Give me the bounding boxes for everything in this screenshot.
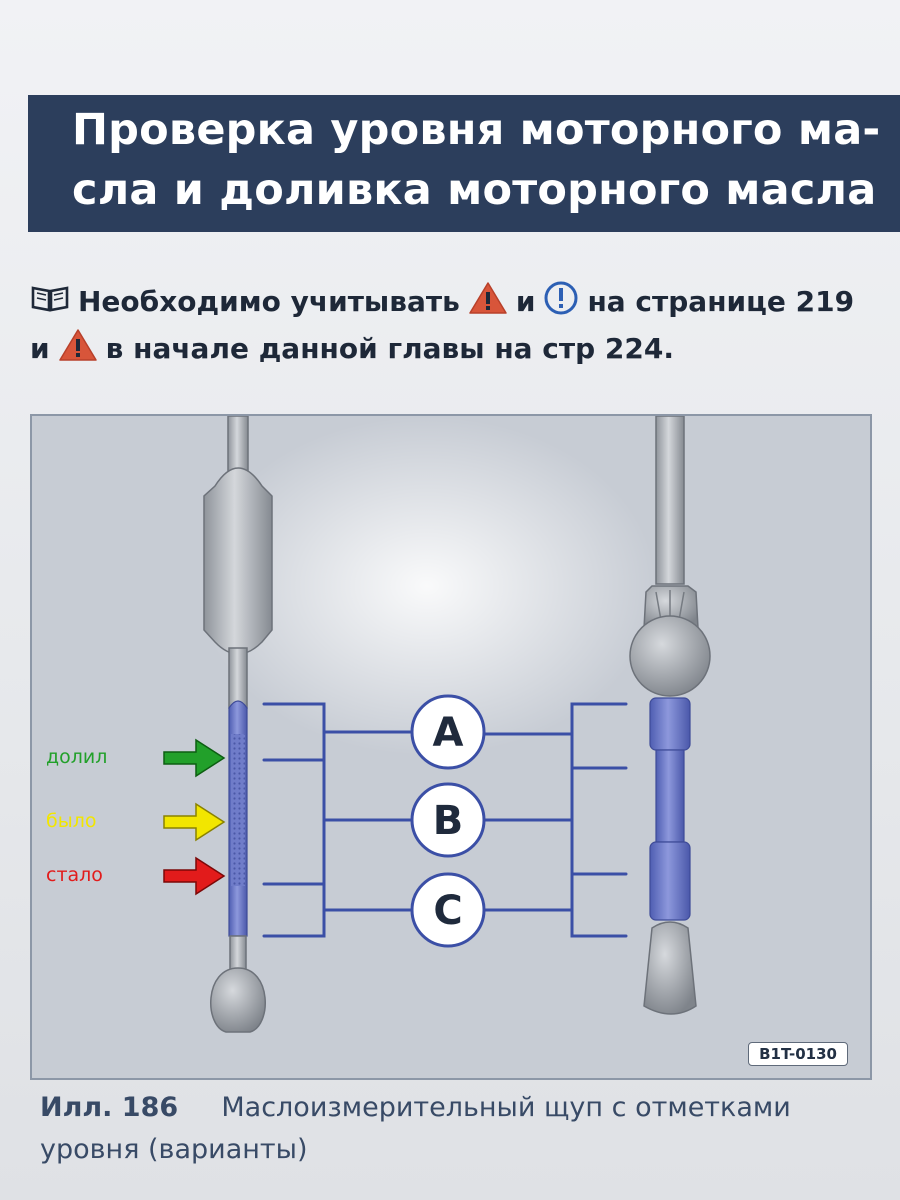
- section-title-line-2: сла и доливка моторного масла: [72, 165, 877, 215]
- note-text-and: и: [515, 285, 536, 318]
- caption-line-1: Илл. 186 Маслоизмерительный щуп с отметк…: [40, 1092, 791, 1123]
- warning-triangle-icon: [58, 328, 98, 369]
- label-stalo: стало: [46, 864, 103, 886]
- mark-a-circle: A: [410, 694, 486, 770]
- note-text-page-219: на странице 219: [587, 285, 855, 318]
- section-title-bar: Проверка уровня моторного ма- сла и доли…: [28, 95, 900, 232]
- green-arrow-icon: [163, 738, 226, 778]
- dipstick-illustration: A B C долил было стало B1T-0130: [30, 414, 872, 1080]
- note-text-required: Необходимо учитывать: [78, 285, 460, 318]
- note-line-1: Необходимо учитывать и на странице 219: [30, 280, 854, 323]
- caption-number: Илл. 186: [40, 1092, 179, 1123]
- yellow-arrow-icon: [163, 802, 226, 842]
- caption-text: Маслоизмерительный щуп с отметками: [221, 1092, 791, 1123]
- mark-c-circle: C: [410, 872, 486, 948]
- dipstick-drawing: A B C: [163, 416, 711, 1033]
- figure-code-badge: B1T-0130: [748, 1042, 848, 1066]
- label-bylo: было: [46, 810, 97, 832]
- section-title-line-1: Проверка уровня моторного ма-: [72, 105, 881, 155]
- book-icon: [30, 282, 70, 321]
- mark-c-label: C: [433, 888, 462, 934]
- mark-a-label: A: [433, 710, 464, 756]
- exclamation-circle-icon: [543, 280, 579, 323]
- note-text-and-2: и: [30, 332, 50, 365]
- mark-b-label: B: [433, 798, 464, 844]
- note-text-chapter-start: в начале данной главы на стр 224.: [105, 332, 675, 365]
- red-arrow-icon: [163, 856, 226, 896]
- mark-b-circle: B: [410, 782, 486, 858]
- caption-line-2: уровня (варианты): [40, 1134, 308, 1165]
- note-line-2: и в начале данной главы на стр 224.: [30, 328, 674, 369]
- warning-triangle-icon: [468, 281, 508, 322]
- label-dolil: долил: [46, 746, 108, 768]
